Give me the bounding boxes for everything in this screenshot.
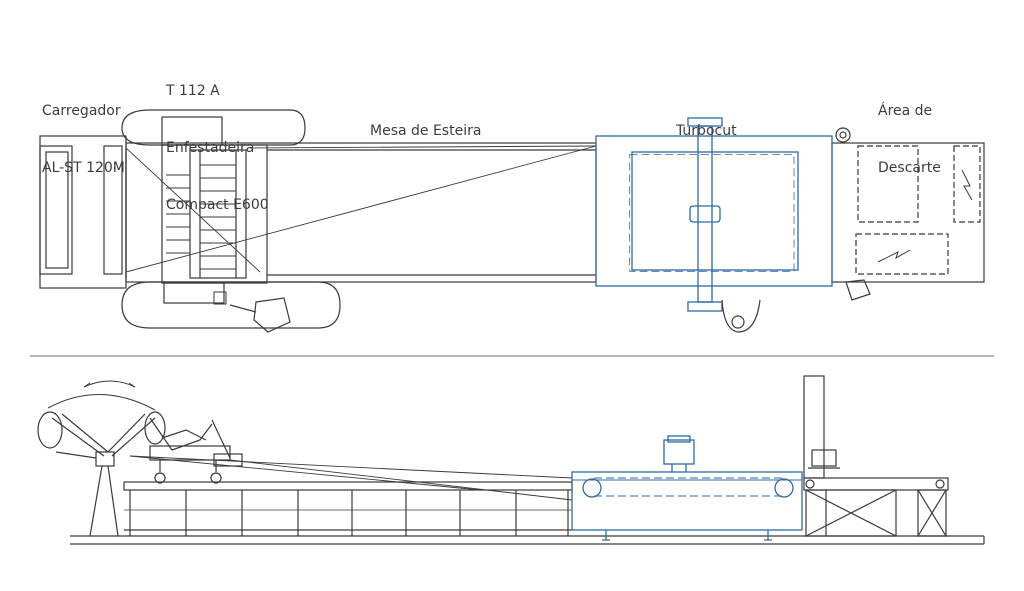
turbocut-side — [571, 435, 803, 541]
discharge-label-line2: Descarte — [878, 160, 941, 176]
discharge-label: Área de Descarte — [878, 64, 941, 197]
discharge-label-line1: Área de — [878, 103, 933, 119]
cutter-label-text: Turbocut — [676, 123, 737, 139]
operator-station-top — [721, 299, 761, 333]
side-view — [37, 375, 985, 545]
conveyor-label-text: Mesa de Esteira — [370, 123, 482, 139]
conveyor-side — [123, 481, 573, 536]
spreader-label-line1: T 112 A — [166, 83, 220, 99]
discharge-top — [831, 127, 985, 301]
conveyor-top — [125, 142, 597, 283]
top-view — [39, 109, 985, 333]
spreader-label-line3: Compact E600 — [166, 197, 269, 213]
spreader-side — [129, 417, 573, 501]
conveyor-label: Mesa de Esteira — [370, 84, 481, 160]
loader-label: Carregador AL-ST 120M — [42, 64, 125, 197]
loader-side — [37, 380, 166, 537]
turbocut-top — [595, 117, 833, 312]
loader-label-line2: AL-ST 120M — [42, 160, 125, 176]
discharge-side — [803, 375, 949, 537]
spreader-label-line2: Enfestadeira — [166, 140, 255, 156]
cutter-label: Turbocut — [676, 84, 737, 160]
spreader-label: T 112 A Enfestadeira Compact E600 — [166, 44, 269, 234]
loader-label-line1: Carregador — [42, 103, 121, 119]
spreader-top — [121, 109, 341, 333]
